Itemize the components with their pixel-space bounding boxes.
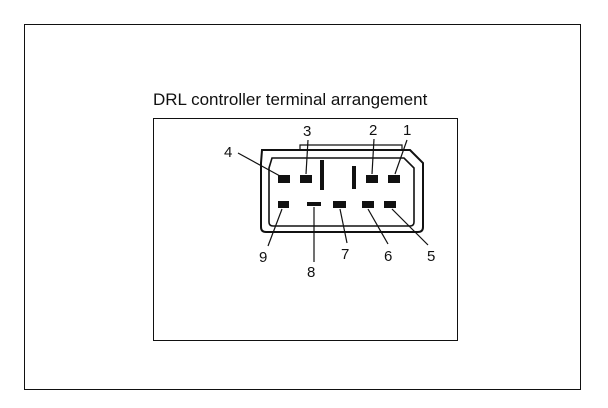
- rib-middle: [352, 166, 356, 189]
- terminal-label-2: 2: [369, 122, 377, 139]
- leader-2: [371, 138, 375, 175]
- terminal-1: [388, 175, 400, 183]
- terminal-label-1: 1: [403, 122, 411, 139]
- lock-tab: [299, 144, 403, 150]
- terminal-label-5: 5: [427, 248, 435, 265]
- terminal-4: [278, 175, 290, 183]
- terminal-label-7: 7: [341, 246, 349, 263]
- terminal-3: [300, 175, 312, 183]
- leader-7: [339, 208, 348, 244]
- leader-9: [267, 208, 283, 247]
- connector-housing-inner: [268, 157, 415, 227]
- terminal-label-6: 6: [384, 248, 392, 265]
- leader-5: [391, 208, 429, 246]
- rib-left: [320, 160, 324, 190]
- leader-6: [367, 208, 389, 245]
- diagram-title: DRL controller terminal arrangement: [153, 90, 428, 109]
- inner-frame: [153, 118, 458, 341]
- connector-housing-outer: [260, 149, 424, 233]
- terminal-6: [362, 201, 374, 208]
- terminal-7: [333, 201, 346, 208]
- leader-4: [237, 152, 281, 177]
- leader-1: [394, 139, 408, 175]
- terminal-label-9: 9: [259, 249, 267, 266]
- outer-frame: [24, 24, 581, 390]
- terminal-2: [366, 175, 378, 183]
- terminal-9: [278, 201, 289, 208]
- terminal-label-4: 4: [224, 144, 232, 161]
- terminal-label-3: 3: [303, 123, 311, 140]
- terminal-8: [307, 202, 321, 206]
- leader-3: [305, 139, 309, 175]
- terminal-label-8: 8: [307, 264, 315, 281]
- terminal-5: [384, 201, 396, 208]
